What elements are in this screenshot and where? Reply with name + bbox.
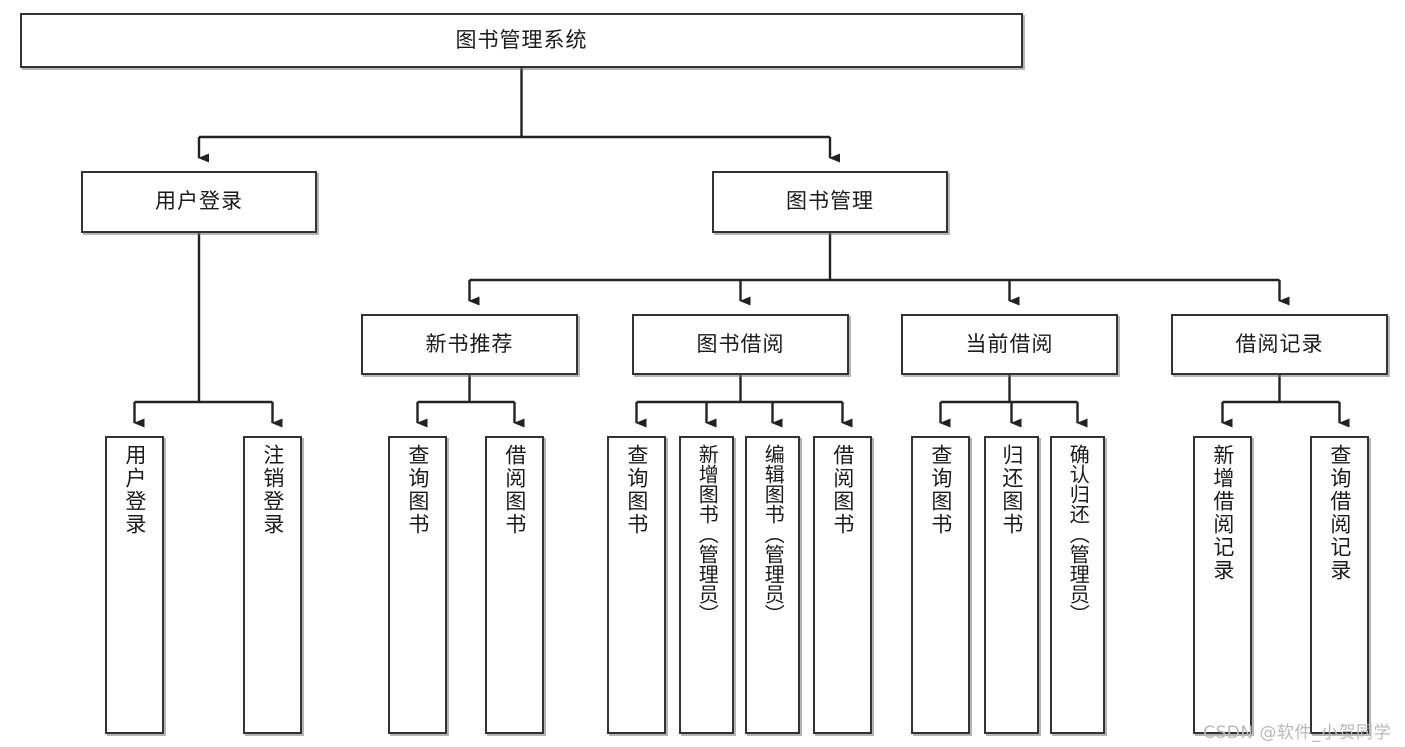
node-leaf-borrow-book-bb-label: 借阅图书 — [830, 444, 855, 536]
node-leaf-query-book-bb[interactable]: 查询图书 — [607, 436, 666, 734]
node-leaf-query-borrow-record[interactable]: 查询借阅记录 — [1310, 436, 1369, 734]
node-user-login[interactable]: 用户登录 — [81, 171, 317, 233]
node-leaf-logout-login[interactable]: 注销登录 — [243, 436, 302, 734]
node-new-book-recommend-label: 新书推荐 — [425, 331, 514, 356]
node-leaf-return-book-label: 归还图书 — [999, 444, 1024, 536]
node-book-management-label: 图书管理 — [786, 189, 874, 214]
node-leaf-add-book-admin-label: 新增图书（管理员） — [695, 444, 720, 624]
node-leaf-add-book-admin[interactable]: 新增图书（管理员） — [679, 436, 734, 734]
node-leaf-query-book-nbr-label: 查询图书 — [405, 444, 430, 536]
node-leaf-borrow-book-nbr-label: 借阅图书 — [502, 444, 527, 536]
node-root[interactable]: 图书管理系统 — [20, 13, 1023, 68]
node-leaf-confirm-return-admin-label: 确认归还（管理员） — [1066, 444, 1091, 624]
node-leaf-query-book-cb-label: 查询图书 — [928, 444, 953, 536]
node-leaf-add-borrow-record[interactable]: 新增借阅记录 — [1193, 436, 1252, 734]
node-leaf-user-login-label: 用户登录 — [122, 444, 147, 536]
node-borrow-record[interactable]: 借阅记录 — [1171, 314, 1388, 375]
node-current-borrow[interactable]: 当前借阅 — [901, 314, 1118, 375]
node-leaf-borrow-book-nbr[interactable]: 借阅图书 — [485, 436, 544, 734]
node-leaf-query-book-cb[interactable]: 查询图书 — [911, 436, 970, 734]
node-leaf-edit-book-admin-label: 编辑图书（管理员） — [761, 444, 786, 624]
node-leaf-query-borrow-record-label: 查询借阅记录 — [1327, 444, 1352, 582]
node-leaf-return-book[interactable]: 归还图书 — [984, 436, 1039, 734]
node-user-login-label: 用户登录 — [155, 189, 243, 214]
node-leaf-borrow-book-bb[interactable]: 借阅图书 — [813, 436, 872, 734]
node-book-borrow-label: 图书借阅 — [696, 331, 785, 356]
node-borrow-record-label: 借阅记录 — [1235, 331, 1324, 356]
node-book-borrow[interactable]: 图书借阅 — [632, 314, 849, 375]
csdn-watermark: CSDN @软件_小贺同学 — [1203, 723, 1391, 743]
node-leaf-logout-login-label: 注销登录 — [260, 444, 285, 536]
node-leaf-query-book-nbr[interactable]: 查询图书 — [388, 436, 447, 734]
node-book-management[interactable]: 图书管理 — [712, 171, 948, 233]
node-leaf-confirm-return-admin[interactable]: 确认归还（管理员） — [1050, 436, 1105, 734]
node-leaf-edit-book-admin[interactable]: 编辑图书（管理员） — [745, 436, 800, 734]
node-leaf-query-book-bb-label: 查询图书 — [624, 444, 649, 536]
node-new-book-recommend[interactable]: 新书推荐 — [361, 314, 578, 375]
node-current-borrow-label: 当前借阅 — [965, 331, 1054, 356]
node-leaf-add-borrow-record-label: 新增借阅记录 — [1210, 444, 1235, 582]
node-root-label: 图书管理系统 — [455, 27, 588, 52]
node-leaf-user-login[interactable]: 用户登录 — [105, 436, 164, 734]
